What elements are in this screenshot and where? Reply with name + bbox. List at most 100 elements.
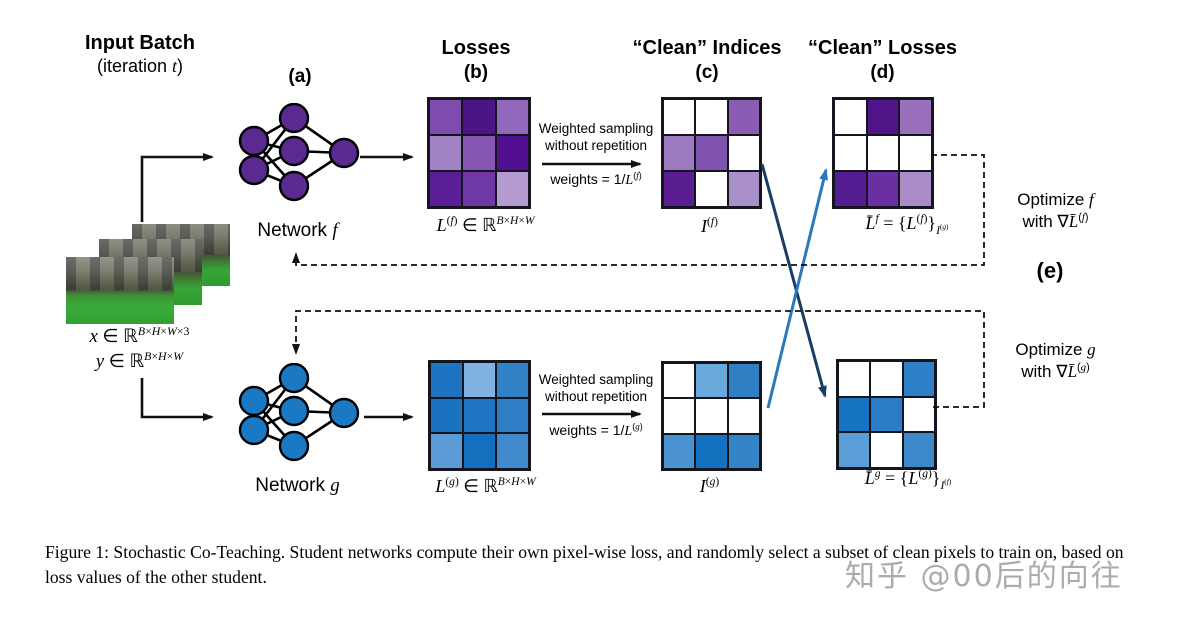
network-f-node <box>328 137 360 169</box>
grid-cell <box>429 135 463 171</box>
grid-cell <box>495 135 529 171</box>
network-f-word: Network <box>257 220 328 241</box>
network-f-symbol: f <box>332 220 338 241</box>
grid-cell <box>663 363 696 399</box>
clean-indices-grid-f <box>661 97 762 209</box>
grid-cell <box>870 361 903 397</box>
arrow-cross-g-indices-to-f-losses <box>766 168 829 409</box>
column-header-clean-indices: “Clean” Indices <box>632 37 782 59</box>
losses-f-formula: L(f) ∈ ℝB×H×W <box>436 215 535 235</box>
clean-losses-grid-f <box>832 97 934 209</box>
optimize-f-line2: with ∇L̄(f) <box>1022 211 1089 231</box>
grid-cell <box>870 432 903 468</box>
panel-label-d: (d) <box>870 62 895 83</box>
network-f-node <box>278 103 310 134</box>
grid-cell <box>727 398 760 434</box>
panel-label-a: (a) <box>288 66 312 87</box>
grid-cell <box>430 397 463 434</box>
losses-grid-g <box>428 360 531 471</box>
grid-cell <box>429 171 463 207</box>
network-g-diagram <box>238 363 360 462</box>
optimize-g-word: Optimize <box>1015 340 1083 359</box>
grid-cell <box>899 171 932 207</box>
network-f-node <box>238 154 270 186</box>
network-f-node <box>278 170 310 202</box>
grid-cell <box>663 135 696 171</box>
optimize-f-symbol: f <box>1089 190 1094 209</box>
grid-cell <box>695 171 728 207</box>
optimize-f-word: Optimize <box>1017 190 1085 209</box>
grid-cell <box>902 432 935 468</box>
grid-cell <box>462 99 496 135</box>
grid-cell <box>463 362 496 398</box>
grid-cell <box>695 363 728 399</box>
network-g-node <box>328 397 360 429</box>
optimize-g-symbol: g <box>1087 340 1096 359</box>
grid-cell <box>695 398 728 434</box>
network-f-diagram <box>238 103 360 202</box>
indices-f-formula: I(f) <box>701 216 718 236</box>
network-f-label: Network f <box>235 220 360 242</box>
optimize-f-line1: Optimize f <box>988 190 1123 210</box>
clean-indices-grid-g <box>661 361 762 471</box>
grid-cell <box>429 99 463 135</box>
x-definition: x ∈ ℝB×H×W×3 <box>89 323 190 347</box>
panel-label-e: (e) <box>1036 258 1064 283</box>
optimize-g-line1: Optimize g <box>988 340 1123 360</box>
grid-cell <box>834 171 867 207</box>
network-g-label: Network g <box>235 475 360 497</box>
losses-grid-f <box>427 97 531 209</box>
arrow-input-to-network-f <box>140 153 214 222</box>
grid-cell <box>727 171 760 207</box>
grid-cell <box>899 99 932 135</box>
grid-cell <box>902 396 935 433</box>
figure-caption: Figure 1: Stochastic Co-Teaching. Studen… <box>45 542 1124 587</box>
network-f-node <box>278 135 310 167</box>
weights-formula-g: weights = 1/L(g) <box>549 421 643 439</box>
y-definition: y ∈ ℝB×H×W <box>95 348 184 372</box>
grid-cell <box>838 361 871 397</box>
network-g-node <box>278 363 310 394</box>
clean-losses-f-formula: L̄f = {L(f)}I(g) <box>865 213 949 237</box>
grid-cell <box>834 99 867 135</box>
grid-cell <box>463 433 496 469</box>
panel-label-b: (b) <box>463 62 489 83</box>
sampling-note-f-line1: Weighted sampling <box>538 121 654 136</box>
watermark: 知乎 @00后的向往 <box>845 559 1123 594</box>
grid-cell <box>430 433 463 469</box>
grid-cell <box>727 99 760 135</box>
grid-cell <box>663 433 696 469</box>
input-batch-subtitle: (iteration t) <box>96 56 184 76</box>
network-g-node <box>238 414 270 446</box>
column-header-clean-losses: “Clean” Losses <box>808 37 957 59</box>
grid-cell <box>496 397 529 434</box>
indices-g-formula: I(g) <box>699 476 720 496</box>
grid-cell <box>727 363 760 399</box>
grid-cell <box>727 135 760 171</box>
grid-cell <box>495 99 529 135</box>
grid-cell <box>663 99 696 135</box>
column-header-losses: Losses <box>441 37 511 59</box>
grid-cell <box>695 99 728 135</box>
grid-cell <box>695 433 728 469</box>
grid-cell <box>462 135 496 171</box>
grid-cell <box>495 171 529 207</box>
sampling-note-f-line2: without repetition <box>544 138 648 154</box>
grid-cell <box>496 362 529 398</box>
grid-cell <box>902 361 935 397</box>
losses-g-formula: L(g) ∈ ℝB×H×W <box>435 476 536 496</box>
grid-cell <box>462 171 496 207</box>
weights-formula-f: weights = 1/L(f) <box>550 170 642 188</box>
optimize-g-line2: with ∇L̄(g) <box>1021 361 1090 381</box>
grid-cell <box>695 135 728 171</box>
grid-cell <box>870 396 903 433</box>
grid-cell <box>496 433 529 469</box>
sampling-note-g: Weighted sampling without repetition <box>527 371 665 406</box>
network-f-node <box>238 125 270 157</box>
sampling-note-g-line1: Weighted sampling <box>538 372 654 387</box>
network-g-node <box>238 385 270 417</box>
network-g-node <box>278 395 310 427</box>
input-image-front <box>66 257 174 324</box>
